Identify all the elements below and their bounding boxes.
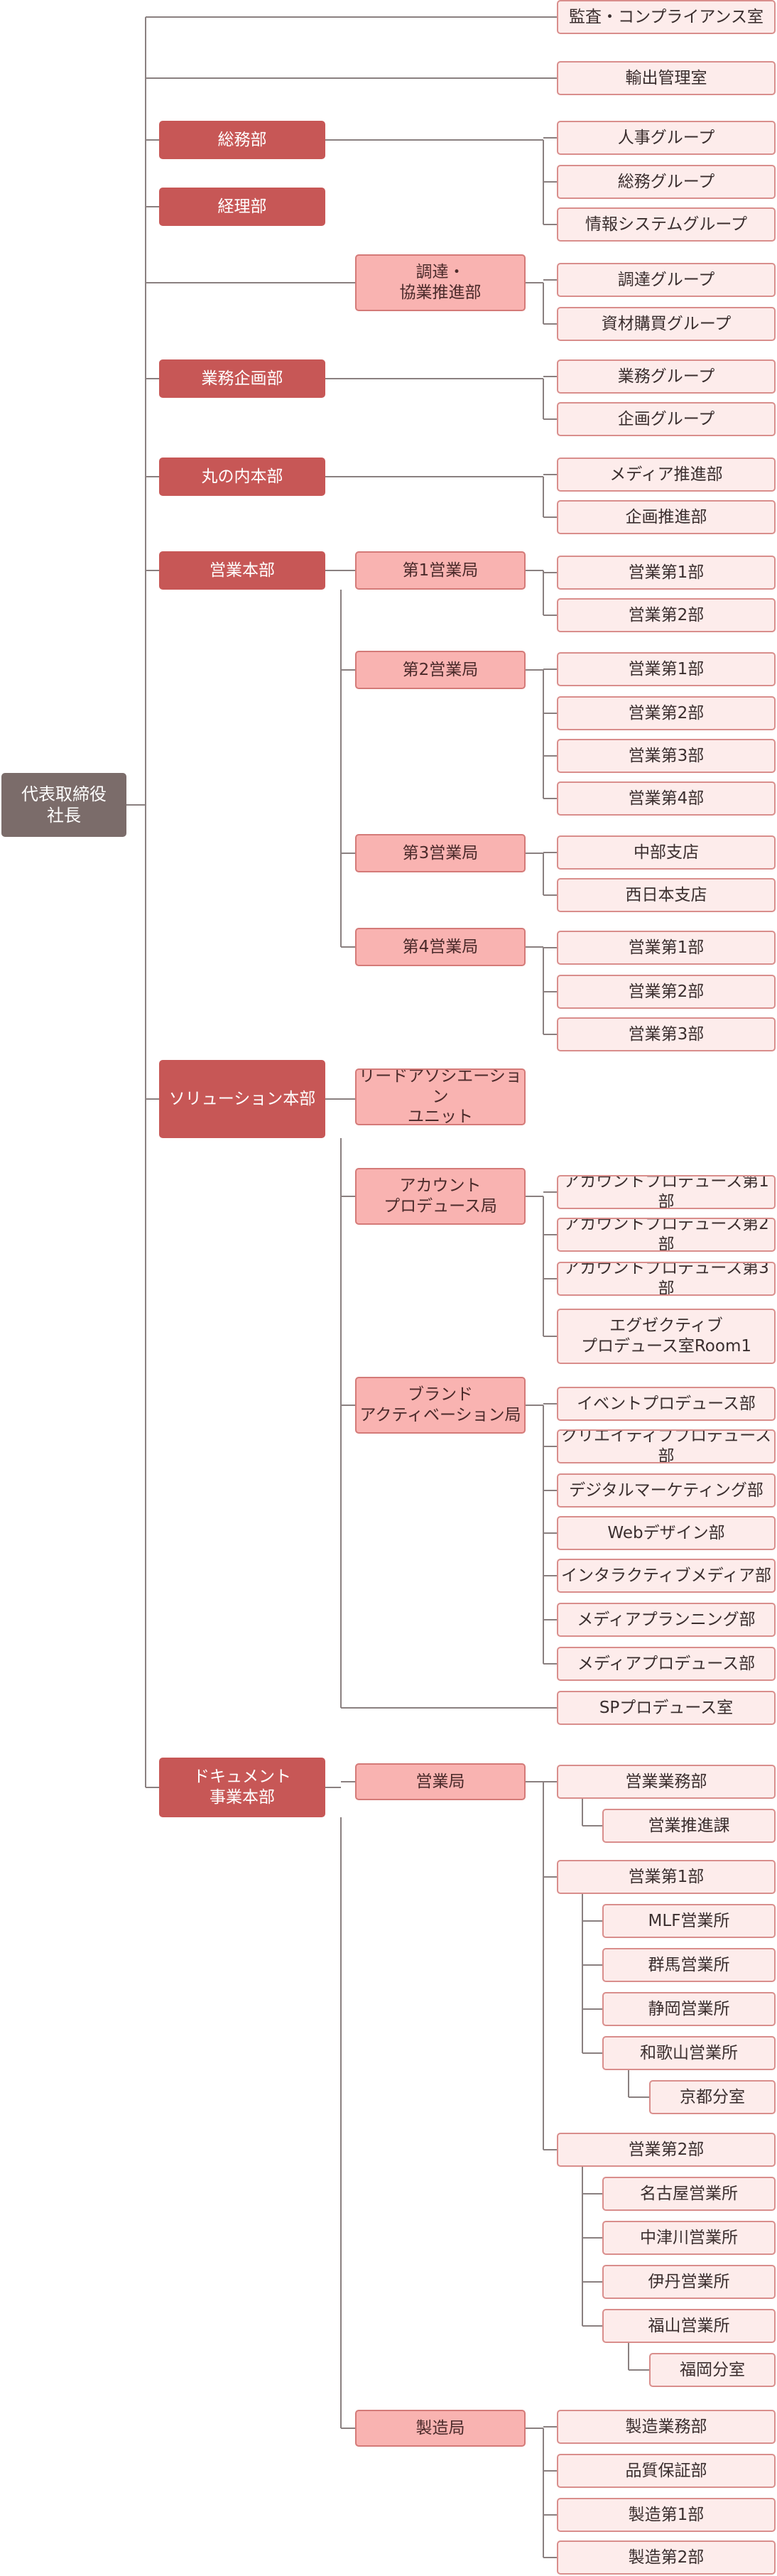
- office-box: MLF営業所: [602, 1904, 776, 1938]
- division-box: 総務部: [159, 121, 325, 159]
- department-box: メディア推進部: [557, 458, 776, 492]
- direct-office-box: 監査・コンプライアンス室: [557, 0, 776, 34]
- department-box: 企画推進部: [557, 500, 776, 534]
- office-box: 群馬営業所: [602, 1948, 776, 1982]
- department-box: 中部支店: [557, 835, 776, 870]
- department-box: エグゼクティブ プロデュース室Room1: [557, 1309, 776, 1364]
- department-box: 情報システムグループ: [557, 207, 776, 242]
- bureau-box: 第3営業局: [355, 834, 526, 872]
- department-box: 営業第1部: [557, 931, 776, 965]
- department-box: イベントプロデュース部: [557, 1387, 776, 1421]
- department-box: Webデザイン部: [557, 1516, 776, 1550]
- bureau-box: 第4営業局: [355, 928, 526, 966]
- department-box: メディアプランニング部: [557, 1603, 776, 1637]
- department-box: 企画グループ: [557, 402, 776, 436]
- direct-office-box: 輸出管理室: [557, 61, 776, 95]
- department-box: アカウントプロデュース第3部: [557, 1262, 776, 1296]
- office-box: 福山営業所: [602, 2309, 776, 2343]
- department-box: アカウントプロデュース第2部: [557, 1218, 776, 1252]
- department-box: 営業第2部: [557, 975, 776, 1009]
- department-box: 製造第1部: [557, 2498, 776, 2532]
- bureau-box: アカウント プロデュース局: [355, 1168, 526, 1225]
- department-box: 営業第1部: [557, 556, 776, 590]
- office-box: 営業推進課: [602, 1809, 776, 1843]
- bureau-box: 第1営業局: [355, 551, 526, 590]
- branch-office-box: 京都分室: [649, 2080, 776, 2114]
- department-box: 営業第4部: [557, 781, 776, 816]
- department-box: 製造第2部: [557, 2540, 776, 2575]
- division-box: ドキュメント 事業本部: [159, 1758, 325, 1817]
- department-box: 営業第2部: [557, 598, 776, 632]
- department-box: 業務グループ: [557, 359, 776, 394]
- division-box: ソリューション本部: [159, 1060, 325, 1138]
- bureau-box: 営業局: [355, 1763, 526, 1800]
- department-box: 営業第1部: [557, 652, 776, 686]
- department-box: 品質保証部: [557, 2454, 776, 2488]
- department-box: クリエイティブプロデュース部: [557, 1429, 776, 1463]
- department-box: 営業業務部: [557, 1765, 776, 1799]
- department-box: SPプロデュース室: [557, 1691, 776, 1725]
- bureau-box: ブランド アクティベーション局: [355, 1377, 526, 1434]
- division-box: 丸の内本部: [159, 458, 325, 496]
- bureau-box: 第2営業局: [355, 651, 526, 689]
- department-box: インタラクティブメディア部: [557, 1559, 776, 1593]
- department-box: 営業第3部: [557, 739, 776, 773]
- department-box: アカウントプロデュース第1部: [557, 1175, 776, 1209]
- department-box: 営業第2部: [557, 2133, 776, 2167]
- division-box: 業務企画部: [159, 359, 325, 398]
- bureau-box: 調達・ 協業推進部: [355, 254, 526, 311]
- department-box: 人事グループ: [557, 121, 776, 155]
- bureau-box: 製造局: [355, 2410, 526, 2447]
- department-box: 営業第2部: [557, 696, 776, 730]
- department-box: メディアプロデュース部: [557, 1647, 776, 1681]
- office-box: 中津川営業所: [602, 2221, 776, 2255]
- department-box: 調達グループ: [557, 263, 776, 297]
- department-box: デジタルマーケティング部: [557, 1473, 776, 1508]
- department-box: 営業第1部: [557, 1860, 776, 1894]
- org-root-president: 代表取締役 社長: [1, 773, 126, 837]
- division-box: 営業本部: [159, 551, 325, 590]
- branch-office-box: 福岡分室: [649, 2353, 776, 2387]
- office-box: 静岡営業所: [602, 1992, 776, 2026]
- department-box: 総務グループ: [557, 165, 776, 199]
- department-box: 西日本支店: [557, 878, 776, 912]
- division-box: 経理部: [159, 188, 325, 226]
- office-box: 伊丹営業所: [602, 2265, 776, 2299]
- office-box: 名古屋営業所: [602, 2177, 776, 2211]
- department-box: 営業第3部: [557, 1017, 776, 1051]
- department-box: 資材購買グループ: [557, 307, 776, 341]
- bureau-box: リードアソシエーション ユニット: [355, 1068, 526, 1125]
- department-box: 製造業務部: [557, 2410, 776, 2444]
- office-box: 和歌山営業所: [602, 2036, 776, 2070]
